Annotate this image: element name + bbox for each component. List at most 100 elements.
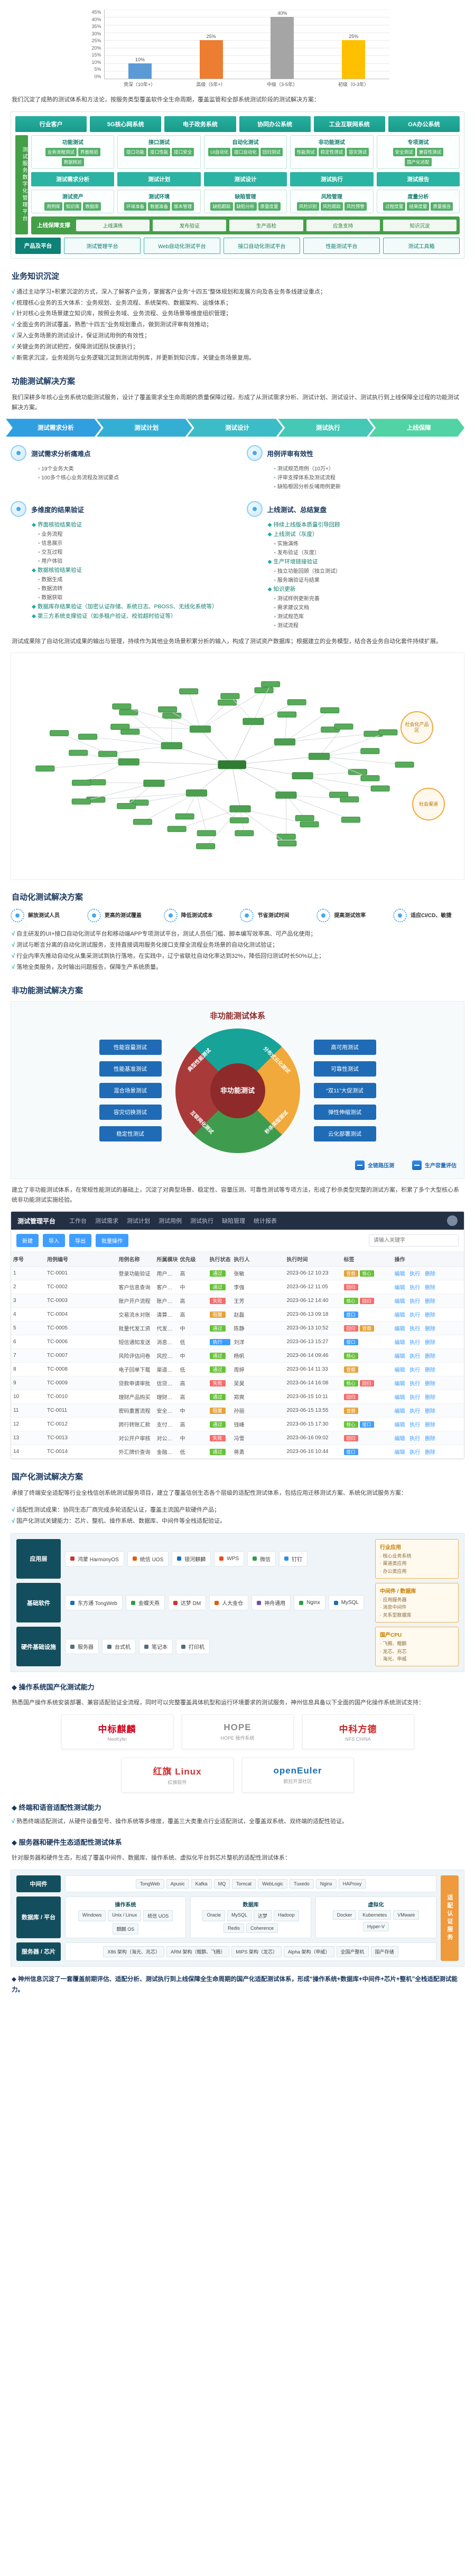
edit-link[interactable]: 编辑 xyxy=(394,1285,405,1291)
delete-link[interactable]: 删除 xyxy=(425,1285,436,1291)
case-id-link[interactable]: TC-0005 xyxy=(45,1321,117,1336)
platform-nav-tab[interactable]: 测试执行 xyxy=(190,1218,214,1225)
business-knowledge-list: 通过主动学习+积累沉淀的方式，深入了解客户业务，掌握客户业务“十四五”整体规划和… xyxy=(12,287,463,364)
delete-link[interactable]: 删除 xyxy=(425,1381,436,1388)
delete-link[interactable]: 删除 xyxy=(425,1395,436,1401)
benefit-item: 降低测试成本 xyxy=(163,909,235,923)
case-id-link[interactable]: TC-0008 xyxy=(45,1362,117,1377)
benefit-label: 降低测试成本 xyxy=(181,912,213,919)
case-id-link[interactable]: TC-0007 xyxy=(45,1348,117,1363)
run-link[interactable]: 执行 xyxy=(409,1395,421,1401)
delete-link[interactable]: 删除 xyxy=(425,1340,436,1346)
search-input[interactable] xyxy=(369,1234,459,1247)
os-logo-subtitle: NFS CHINA xyxy=(345,1736,371,1742)
delete-link[interactable]: 删除 xyxy=(425,1313,436,1319)
case-id-link[interactable]: TC-0011 xyxy=(45,1403,117,1418)
case-id-link[interactable]: TC-0012 xyxy=(45,1417,117,1432)
toolbar-button[interactable]: 批量操作 xyxy=(96,1234,128,1248)
delete-link[interactable]: 删除 xyxy=(425,1271,436,1278)
case-id-link[interactable]: TC-0001 xyxy=(45,1266,117,1281)
run-link[interactable]: 执行 xyxy=(409,1299,421,1305)
functional-intro: 我们深耕多年核心业务系统功能测试服务，设计了覆盖需求全生命周期的质量保障过程，形… xyxy=(12,394,459,411)
y-tick-label: 25% xyxy=(91,38,101,44)
delete-link[interactable]: 删除 xyxy=(425,1422,436,1429)
toolbar-button[interactable]: 导出 xyxy=(69,1234,91,1248)
toolbar-button[interactable]: 导入 xyxy=(43,1234,65,1248)
cell-name: 登录功能验证 xyxy=(116,1266,155,1281)
edit-link[interactable]: 编辑 xyxy=(394,1395,405,1401)
bar-column: 25% xyxy=(175,10,247,79)
case-id-link[interactable]: TC-0006 xyxy=(45,1335,117,1350)
mindmap-graph xyxy=(35,681,414,850)
cell-no: 8 xyxy=(11,1362,45,1377)
run-link[interactable]: 执行 xyxy=(409,1381,421,1388)
edit-link[interactable]: 编辑 xyxy=(394,1326,405,1333)
vendor-name: 钉钉 xyxy=(292,1556,303,1563)
delete-link[interactable]: 删除 xyxy=(425,1367,436,1374)
platform-nav-tab[interactable]: 缺陷管理 xyxy=(222,1218,246,1225)
run-link[interactable]: 执行 xyxy=(409,1436,421,1442)
edit-link[interactable]: 编辑 xyxy=(394,1299,405,1305)
case-id-link[interactable]: TC-0003 xyxy=(45,1294,117,1308)
feature-icon xyxy=(246,501,263,517)
case-id-link[interactable]: TC-0009 xyxy=(45,1376,117,1391)
platform-nav-tab[interactable]: 测试需求 xyxy=(95,1218,119,1225)
edit-link[interactable]: 编辑 xyxy=(394,1436,405,1442)
arch-group-box: 功能测试 业务流程测试界面核验数据核验 xyxy=(31,135,115,169)
delete-link[interactable]: 删除 xyxy=(425,1450,436,1456)
platform-nav-tab[interactable]: 统计报表 xyxy=(254,1218,277,1225)
case-id-link[interactable]: TC-0010 xyxy=(45,1390,117,1404)
bar xyxy=(271,17,294,79)
arch-chip: 国产化适配 xyxy=(405,157,432,166)
feature-icon xyxy=(11,445,26,461)
edit-link[interactable]: 编辑 xyxy=(394,1450,405,1456)
run-link[interactable]: 执行 xyxy=(409,1271,421,1278)
run-link[interactable]: 执行 xyxy=(409,1313,421,1319)
delete-link[interactable]: 删除 xyxy=(425,1409,436,1415)
arch-left-strip: 测试服务数字化管理平台 xyxy=(15,135,28,234)
run-link[interactable]: 执行 xyxy=(409,1340,421,1346)
edit-link[interactable]: 编辑 xyxy=(394,1367,405,1374)
edit-link[interactable]: 编辑 xyxy=(394,1340,405,1346)
edit-link[interactable]: 编辑 xyxy=(394,1271,405,1278)
arch-chip: 接口性能 xyxy=(148,147,171,156)
run-link[interactable]: 执行 xyxy=(409,1367,421,1374)
delete-link[interactable]: 删除 xyxy=(425,1326,436,1333)
table-row: 3 TC-0003 账户开户流程 账户管理 高 失败 王芳 2023-06-12… xyxy=(11,1294,464,1308)
delete-link[interactable]: 删除 xyxy=(425,1354,436,1360)
run-link[interactable]: 执行 xyxy=(409,1409,421,1415)
platform-nav-tab[interactable]: 工作台 xyxy=(69,1218,87,1225)
table-header-cell: 执行人 xyxy=(231,1252,285,1267)
delete-link[interactable]: 删除 xyxy=(425,1299,436,1305)
table-row: 13 TC-0013 对公开户审核 对公业务 中 失败 冯雪 2023-06-1… xyxy=(11,1431,464,1446)
user-avatar[interactable] xyxy=(447,1215,458,1226)
platform-nav-tab[interactable]: 测试用例 xyxy=(159,1218,182,1225)
run-link[interactable]: 执行 xyxy=(409,1422,421,1429)
case-id-link[interactable]: TC-0014 xyxy=(45,1445,117,1459)
test-asset-mindmap: 社会化产品区 社会渠道 xyxy=(11,653,464,880)
run-link[interactable]: 执行 xyxy=(409,1450,421,1456)
case-id-link[interactable]: TC-0013 xyxy=(45,1431,117,1446)
arch-platform-item: 接口自动化测试平台 xyxy=(223,237,300,254)
edit-link[interactable]: 编辑 xyxy=(394,1354,405,1360)
edit-link[interactable]: 编辑 xyxy=(394,1381,405,1388)
benefit-item: 适应CI/CD、敏捷 xyxy=(393,909,464,923)
nonfunctional-diagram-title: 非功能测试体系 xyxy=(209,1011,265,1021)
benefit-icon xyxy=(87,909,101,923)
feature-card: 多维度的结果验证 界面核验结果验证 业务流程信息展示交互过程用户体验 数据核 xyxy=(11,501,229,630)
run-link[interactable]: 执行 xyxy=(409,1326,421,1333)
platform-nav-tab[interactable]: 测试计划 xyxy=(127,1218,151,1225)
run-link[interactable]: 执行 xyxy=(409,1354,421,1360)
tag-chip: 接口 xyxy=(343,1448,358,1455)
edit-link[interactable]: 编辑 xyxy=(394,1313,405,1319)
run-link[interactable]: 执行 xyxy=(409,1285,421,1291)
edit-link[interactable]: 编辑 xyxy=(394,1409,405,1415)
case-id-link[interactable]: TC-0004 xyxy=(45,1307,117,1322)
toolbar-button[interactable]: 新建 xyxy=(16,1234,39,1248)
edit-link[interactable]: 编辑 xyxy=(394,1422,405,1429)
nf-box: 云化部署测试 xyxy=(313,1126,376,1142)
case-id-link[interactable]: TC-0002 xyxy=(45,1280,117,1295)
bar-value-label: 10% xyxy=(135,57,145,62)
delete-link[interactable]: 删除 xyxy=(425,1436,436,1442)
